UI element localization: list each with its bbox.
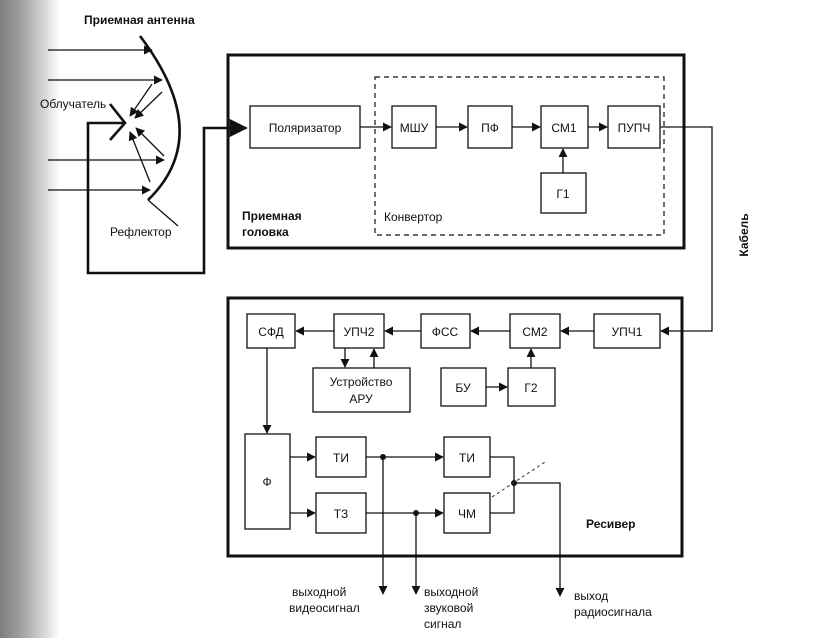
if1-block <box>593 313 661 349</box>
reflected-ray-1 <box>129 83 153 117</box>
mixer1-block <box>540 105 589 149</box>
audio-output-line1: выходной <box>424 585 478 599</box>
agc-label-line2: АРУ <box>349 392 373 406</box>
ti2-label: ТИ <box>459 451 475 465</box>
osc2-block <box>507 367 556 407</box>
radio-output-line2: радиосигнала <box>574 605 652 619</box>
fss-block <box>420 313 471 349</box>
ti2-block <box>443 436 491 478</box>
if2-block <box>333 313 385 349</box>
mixer2-block <box>509 313 561 349</box>
combiner-bus <box>490 456 515 514</box>
receiving-head-frame <box>226 53 686 250</box>
converter-label: Конвертор <box>384 210 443 224</box>
reflected-ray-3 <box>135 127 165 157</box>
if1-label: УПЧ1 <box>612 325 643 339</box>
chm-label: ЧМ <box>458 507 476 521</box>
osc1-label: Г1 <box>556 187 569 201</box>
fss-label: ФСС <box>432 325 459 339</box>
if-preamp-label: ПУПЧ <box>618 121 651 135</box>
feed-label: Облучатель <box>40 97 106 111</box>
agc-label-line1: Устройство <box>330 375 393 389</box>
bu-label: БУ <box>455 381 471 395</box>
ti1-block <box>315 436 367 478</box>
polarizer-label: Поляризатор <box>269 121 342 135</box>
antenna-title: Приемная антенна <box>84 13 195 27</box>
lna-label: МШУ <box>400 121 429 135</box>
video-output-line1: выходной <box>292 585 346 599</box>
filter-label: Ф <box>262 475 271 489</box>
scan-gutter-shade <box>0 0 60 638</box>
mixer1-label: СМ1 <box>551 121 577 135</box>
if2-label: УПЧ2 <box>344 325 375 339</box>
video-output-line2: видеосигнал <box>289 601 360 615</box>
agc-block <box>312 367 411 413</box>
if-preamp-block <box>607 105 661 149</box>
head-title-line2: головка <box>242 225 289 239</box>
chm-block <box>443 492 491 534</box>
feed-to-polarizer-line <box>86 118 248 275</box>
cable-label: Кабель <box>737 213 751 256</box>
tz-label: ТЗ <box>334 507 348 521</box>
lna-block <box>391 105 437 149</box>
ti1-label: ТИ <box>333 451 349 465</box>
radio-output-line <box>514 482 565 597</box>
filter-block <box>244 433 291 530</box>
reflector-dish <box>138 35 181 201</box>
cable-line <box>660 126 713 336</box>
reflector-label: Рефлектор <box>110 225 172 239</box>
receiver-frame <box>226 296 684 558</box>
converter-frame <box>374 76 665 236</box>
audio-output-line3: сигнал <box>424 617 461 631</box>
polarizer-block <box>249 105 361 149</box>
combiner-dashed-mark <box>491 461 546 498</box>
mixer2-label: СМ2 <box>522 325 548 339</box>
audio-output-line2: звуковой <box>424 601 473 615</box>
radio-output-line1: выход <box>574 589 608 603</box>
sfd-label: СФД <box>258 325 284 339</box>
sfd-block <box>246 313 296 349</box>
reflected-ray-4 <box>128 131 151 183</box>
reflector-pointer <box>147 199 179 227</box>
reflected-ray-2 <box>134 91 163 119</box>
head-title-line1: Приемная <box>242 209 302 223</box>
osc2-label: Г2 <box>524 381 537 395</box>
bu-block <box>440 367 487 407</box>
receiver-title: Ресивер <box>586 517 636 531</box>
tz-block <box>315 492 367 534</box>
pf-label: ПФ <box>481 121 499 135</box>
